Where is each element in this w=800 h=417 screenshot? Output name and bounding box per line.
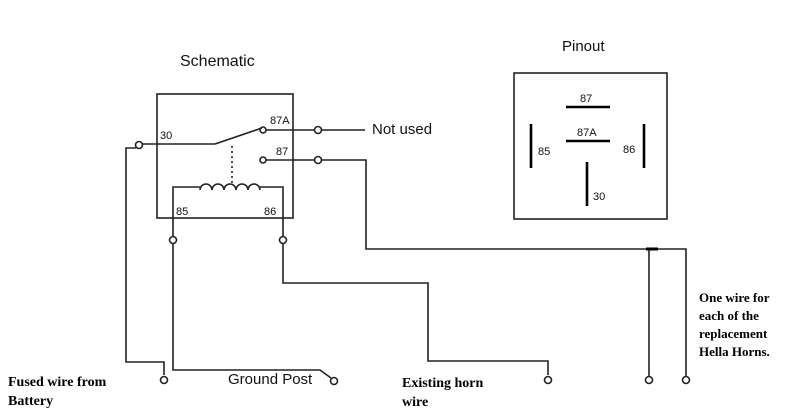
fused-wire-label-line-1: Fused wire from [8,375,107,390]
pinout-box [513,72,668,220]
schematic-pin-86-label: 86 [264,206,276,218]
terminal-battery [159,375,169,385]
schematic-pin-87a-label: 87A [270,115,290,127]
pinout-title: Pinout [562,38,605,55]
hella-label-line-3: replacement [699,326,768,341]
terminal-86 [278,235,288,245]
schematic-relay [156,93,294,240]
pinout-relay [513,72,668,220]
wire-87-to-horns [321,159,687,376]
pinout-pins [529,105,646,206]
terminal-existing-horn [543,375,553,385]
relay-coil [172,183,284,240]
terminal-85 [168,235,178,245]
schematic-pin-30-label: 30 [160,130,172,142]
terminal-87 [313,155,323,165]
pinout-pin-30-label: 30 [593,191,605,203]
terminal-hella-horn-1 [644,375,654,385]
wiring [125,129,687,379]
hella-label-line-1: One wire for [699,290,770,305]
schematic-relay-box [156,93,294,219]
pinout-pin-87-label: 87 [580,93,592,105]
switch-armature [214,127,263,145]
terminal-30 [134,140,144,150]
wire-battery-to-30 [125,147,165,375]
hella-label-line-4: Hella Horns. [699,344,770,359]
contact-87 [259,156,267,164]
pinout-pin-87a-label: 87A [577,127,597,139]
existing-horn-label-line-2: wire [402,395,428,410]
wire-horn-from-86 [282,243,549,375]
schematic-pin-85-label: 85 [176,206,188,218]
terminal-87a [313,125,323,135]
schematic-pin-87-label: 87 [276,146,288,158]
not-used-label: Not used [372,121,432,138]
terminal-hella-horn-2 [681,375,691,385]
schematic-title: Schematic [180,53,255,70]
terminals [134,125,691,386]
ground-post-label: Ground Post [228,371,313,388]
hella-label-line-2: each of the [699,308,759,323]
existing-horn-label-line-1: Existing horn [402,376,484,391]
pinout-pin-86-label: 86 [623,144,635,156]
fused-wire-label-line-2: Battery [8,394,53,409]
pinout-pin-85-label: 85 [538,146,550,158]
wire-ground-from-85 [172,243,332,379]
schematic-internal-lines [140,129,315,161]
terminal-ground-post [329,376,339,386]
